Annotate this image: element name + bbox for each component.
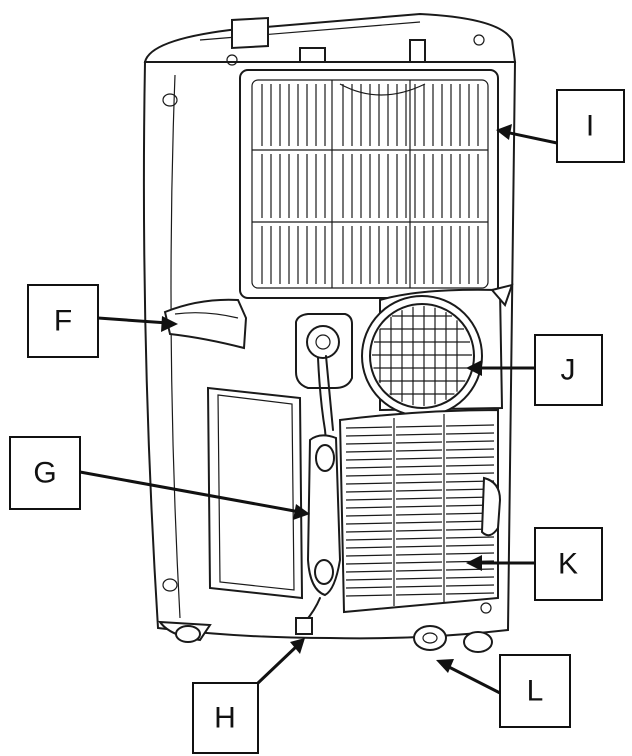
- drain-outlet: [295, 617, 313, 635]
- arrow-f: [97, 316, 169, 325]
- arrow-l: [444, 663, 501, 695]
- svg-text:H: H: [214, 702, 236, 735]
- upper-air-filter: [239, 69, 499, 299]
- arrow-i: [504, 130, 558, 145]
- svg-text:I: I: [586, 110, 594, 143]
- svg-text:G: G: [33, 457, 56, 490]
- arrow-g: [79, 470, 301, 514]
- callout-arrows: [79, 124, 558, 695]
- label-f: F: [27, 284, 99, 358]
- side-panel: [206, 386, 304, 600]
- caster-wheels: [157, 620, 493, 653]
- lower-air-filter: [338, 408, 502, 614]
- label-i: I: [556, 89, 625, 163]
- svg-text:J: J: [561, 354, 576, 387]
- power-cord-holder: [295, 313, 353, 635]
- exhaust-outlet: [361, 283, 514, 417]
- label-g: G: [9, 436, 81, 510]
- label-l: L: [499, 654, 571, 728]
- label-h: H: [192, 682, 259, 754]
- svg-text:F: F: [54, 305, 72, 338]
- label-k: K: [534, 527, 603, 601]
- svg-text:K: K: [558, 548, 578, 581]
- arrow-h: [256, 643, 300, 685]
- lower-filter-slats: [345, 424, 495, 597]
- filter-grille-bars: [261, 84, 479, 284]
- label-j: J: [534, 334, 603, 406]
- svg-text:L: L: [527, 675, 544, 708]
- outlet-grid: [372, 306, 472, 406]
- carry-handle-recess: [163, 298, 248, 350]
